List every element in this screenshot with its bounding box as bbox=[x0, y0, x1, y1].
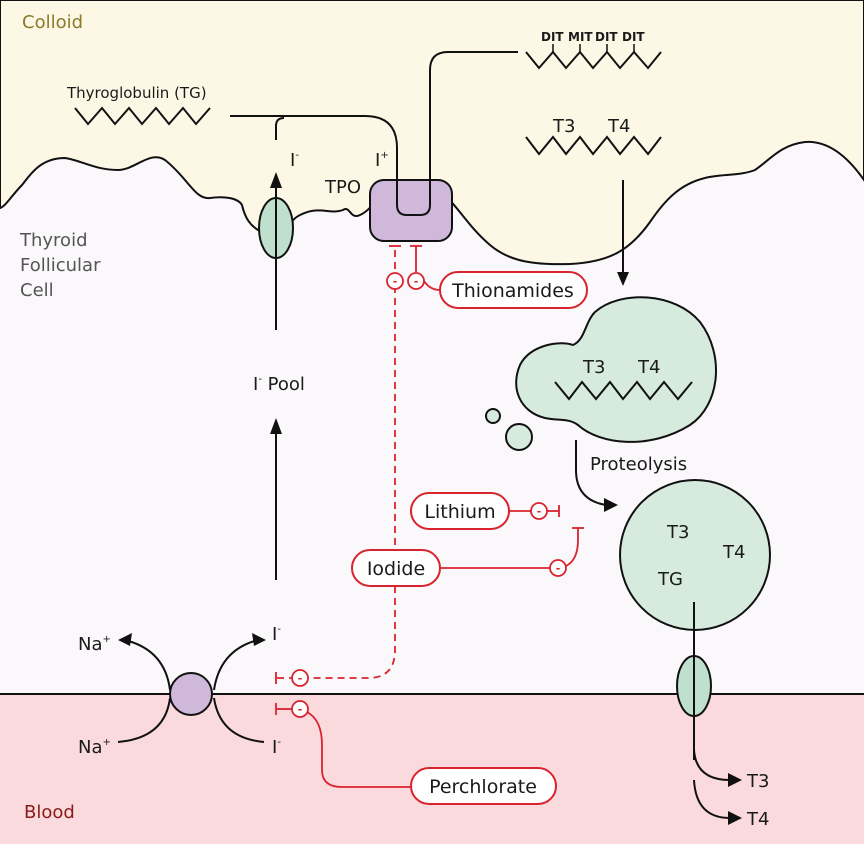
blood-label: Blood bbox=[24, 802, 75, 823]
thionamides-connector bbox=[423, 280, 441, 291]
cell-label-line-1: Thyroid bbox=[19, 230, 88, 251]
colloid-t4-label: T4 bbox=[607, 116, 630, 137]
svg-text:-: - bbox=[556, 562, 561, 575]
released-t4-label: T4 bbox=[746, 809, 769, 830]
endocytosis-arrowhead bbox=[617, 272, 629, 286]
iodide-inhibition-dashed-line bbox=[308, 250, 396, 679]
droplet-chain bbox=[554, 380, 693, 401]
perchlorate-connector bbox=[306, 711, 411, 788]
inhibit-badge-lithium: - bbox=[530, 502, 548, 520]
drug-perchlorate bbox=[410, 767, 557, 805]
iodinated-tg-chain bbox=[525, 44, 662, 70]
svg-text:-: - bbox=[537, 505, 542, 518]
thionamides-label: Thionamides bbox=[451, 280, 574, 302]
svg-text:-: - bbox=[298, 672, 303, 685]
thyroglobulin-label: Thyroglobulin (TG) bbox=[66, 84, 207, 102]
lysosome-tg-label: TG bbox=[657, 569, 683, 590]
thyroglobulin-chain bbox=[74, 106, 211, 126]
inhibit-badge-iodide-nis: - bbox=[291, 669, 309, 687]
residue-dit-2: DIT bbox=[595, 30, 618, 44]
cell-label-line-3: Cell bbox=[20, 280, 54, 301]
tpo-enzyme bbox=[369, 179, 453, 242]
droplet-t4-label: T4 bbox=[637, 357, 660, 378]
i-blood-label: I- bbox=[272, 737, 281, 758]
i-cell-label: I- bbox=[272, 624, 281, 645]
inhibit-badge-perchlorate: - bbox=[291, 700, 309, 718]
small-vesicle bbox=[485, 408, 501, 424]
t4-release-arrowhead bbox=[728, 811, 742, 825]
colloid-t3-label: T3 bbox=[552, 116, 575, 137]
colloid-label: Colloid bbox=[22, 12, 83, 33]
tpo-label: TPO bbox=[324, 177, 361, 198]
iodide-drug-label: Iodide bbox=[367, 558, 425, 580]
na-blood-path bbox=[117, 697, 171, 743]
lysosome-t3-label: T3 bbox=[666, 522, 689, 543]
i-arrowhead bbox=[252, 633, 266, 646]
na-arrowhead bbox=[118, 633, 132, 646]
svg-text:-: - bbox=[414, 275, 419, 288]
residue-mit: MIT bbox=[568, 30, 593, 44]
svg-text:-: - bbox=[393, 275, 398, 288]
proteolysis-arrow bbox=[575, 440, 607, 506]
residue-dit-3: DIT bbox=[622, 30, 645, 44]
t3-release-path bbox=[693, 749, 731, 781]
apical-membrane bbox=[0, 0, 864, 266]
lithium-label: Lithium bbox=[424, 501, 495, 523]
svg-text:-: - bbox=[298, 703, 303, 716]
nis-symporter bbox=[169, 672, 213, 716]
na-out-path bbox=[124, 639, 171, 691]
inhibit-badge-iodide-tpo: - bbox=[386, 272, 404, 290]
iodide-to-tpo-line bbox=[275, 117, 285, 140]
i-in-path bbox=[213, 639, 259, 691]
residue-dit-1: DIT bbox=[541, 30, 564, 44]
vesicle bbox=[505, 423, 533, 451]
perchlorate-label: Perchlorate bbox=[429, 776, 537, 798]
released-t3-label: T3 bbox=[746, 771, 769, 792]
iodide-pool-label: I- Pool bbox=[253, 374, 305, 395]
colloid-droplet bbox=[515, 296, 717, 443]
na-cell-label: Na+ bbox=[78, 634, 111, 655]
na-blood-label: Na+ bbox=[78, 737, 111, 758]
iodide-efflux-arrowhead bbox=[270, 172, 282, 188]
inhibit-badge-thionamides: - bbox=[407, 272, 425, 290]
t3-release-arrowhead bbox=[728, 773, 742, 787]
i-blood-path bbox=[213, 697, 265, 743]
iodide-transport-arrowhead bbox=[270, 418, 282, 434]
iodine-plus-label: I+ bbox=[375, 150, 389, 171]
proteolysis-arrowhead bbox=[604, 498, 618, 512]
iodide-release-connector bbox=[565, 528, 579, 567]
cell-label-line-2: Follicular bbox=[20, 255, 101, 276]
tpo-pocket bbox=[396, 180, 431, 216]
t4-release-path bbox=[693, 779, 731, 819]
iodide-colloid-label: I- bbox=[290, 150, 299, 171]
drug-thionamides bbox=[439, 271, 588, 309]
proteolysis-label: Proteolysis bbox=[590, 454, 687, 475]
droplet-t3-label: T3 bbox=[582, 357, 605, 378]
hormone-tg-chain bbox=[525, 135, 662, 156]
inhibit-badge-iodide-release: - bbox=[549, 559, 567, 577]
lysosome-t4-label: T4 bbox=[722, 542, 745, 563]
